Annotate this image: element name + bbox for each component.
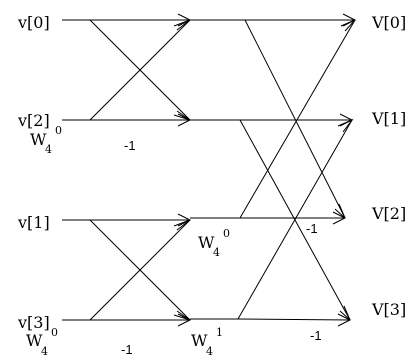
input-label-v1: v[1] xyxy=(17,213,50,232)
svg-text:4: 4 xyxy=(41,345,48,358)
input-label-v0: v[0] xyxy=(17,13,50,32)
stage2-butterflies xyxy=(237,13,357,327)
neg-one-stage1-top: -1 xyxy=(124,138,136,153)
twiddle-W4-0-stage2-row2: W 4 0 xyxy=(198,227,230,259)
neg-one-stage1-bottom: -1 xyxy=(121,342,133,357)
twiddle-W4-1-stage2-row3: W 4 1 xyxy=(191,326,223,358)
svg-text:4: 4 xyxy=(213,246,220,259)
stage2-segments xyxy=(190,19,245,320)
svg-text:4: 4 xyxy=(206,345,213,358)
svg-text:0: 0 xyxy=(223,227,230,240)
svg-text:1: 1 xyxy=(216,326,223,339)
twiddle-W4-0-stage1-top: W 4 0 xyxy=(30,124,62,156)
neg-one-stage2-row2: -1 xyxy=(306,221,318,236)
svg-text:W: W xyxy=(26,331,43,350)
svg-text:4: 4 xyxy=(45,143,52,156)
svg-text:W: W xyxy=(30,130,47,149)
input-label-v3: v[3] xyxy=(17,313,50,332)
output-label-V2: V[2] xyxy=(371,204,406,223)
stage1-butterfly-top xyxy=(62,13,192,127)
output-label-V3: V[3] xyxy=(371,300,406,319)
svg-text:W: W xyxy=(191,331,208,350)
output-label-V0: V[0] xyxy=(371,13,406,32)
svg-text:W: W xyxy=(198,233,215,252)
neg-one-stage2-row3: -1 xyxy=(310,328,322,343)
svg-text:0: 0 xyxy=(51,326,58,339)
input-label-v2: v[2] xyxy=(17,111,50,130)
svg-text:0: 0 xyxy=(55,124,62,137)
twiddle-W4-0-stage1-bottom: W 4 0 xyxy=(26,326,58,358)
output-label-V1: V[1] xyxy=(371,109,406,128)
stage1-butterfly-bottom xyxy=(62,213,192,327)
